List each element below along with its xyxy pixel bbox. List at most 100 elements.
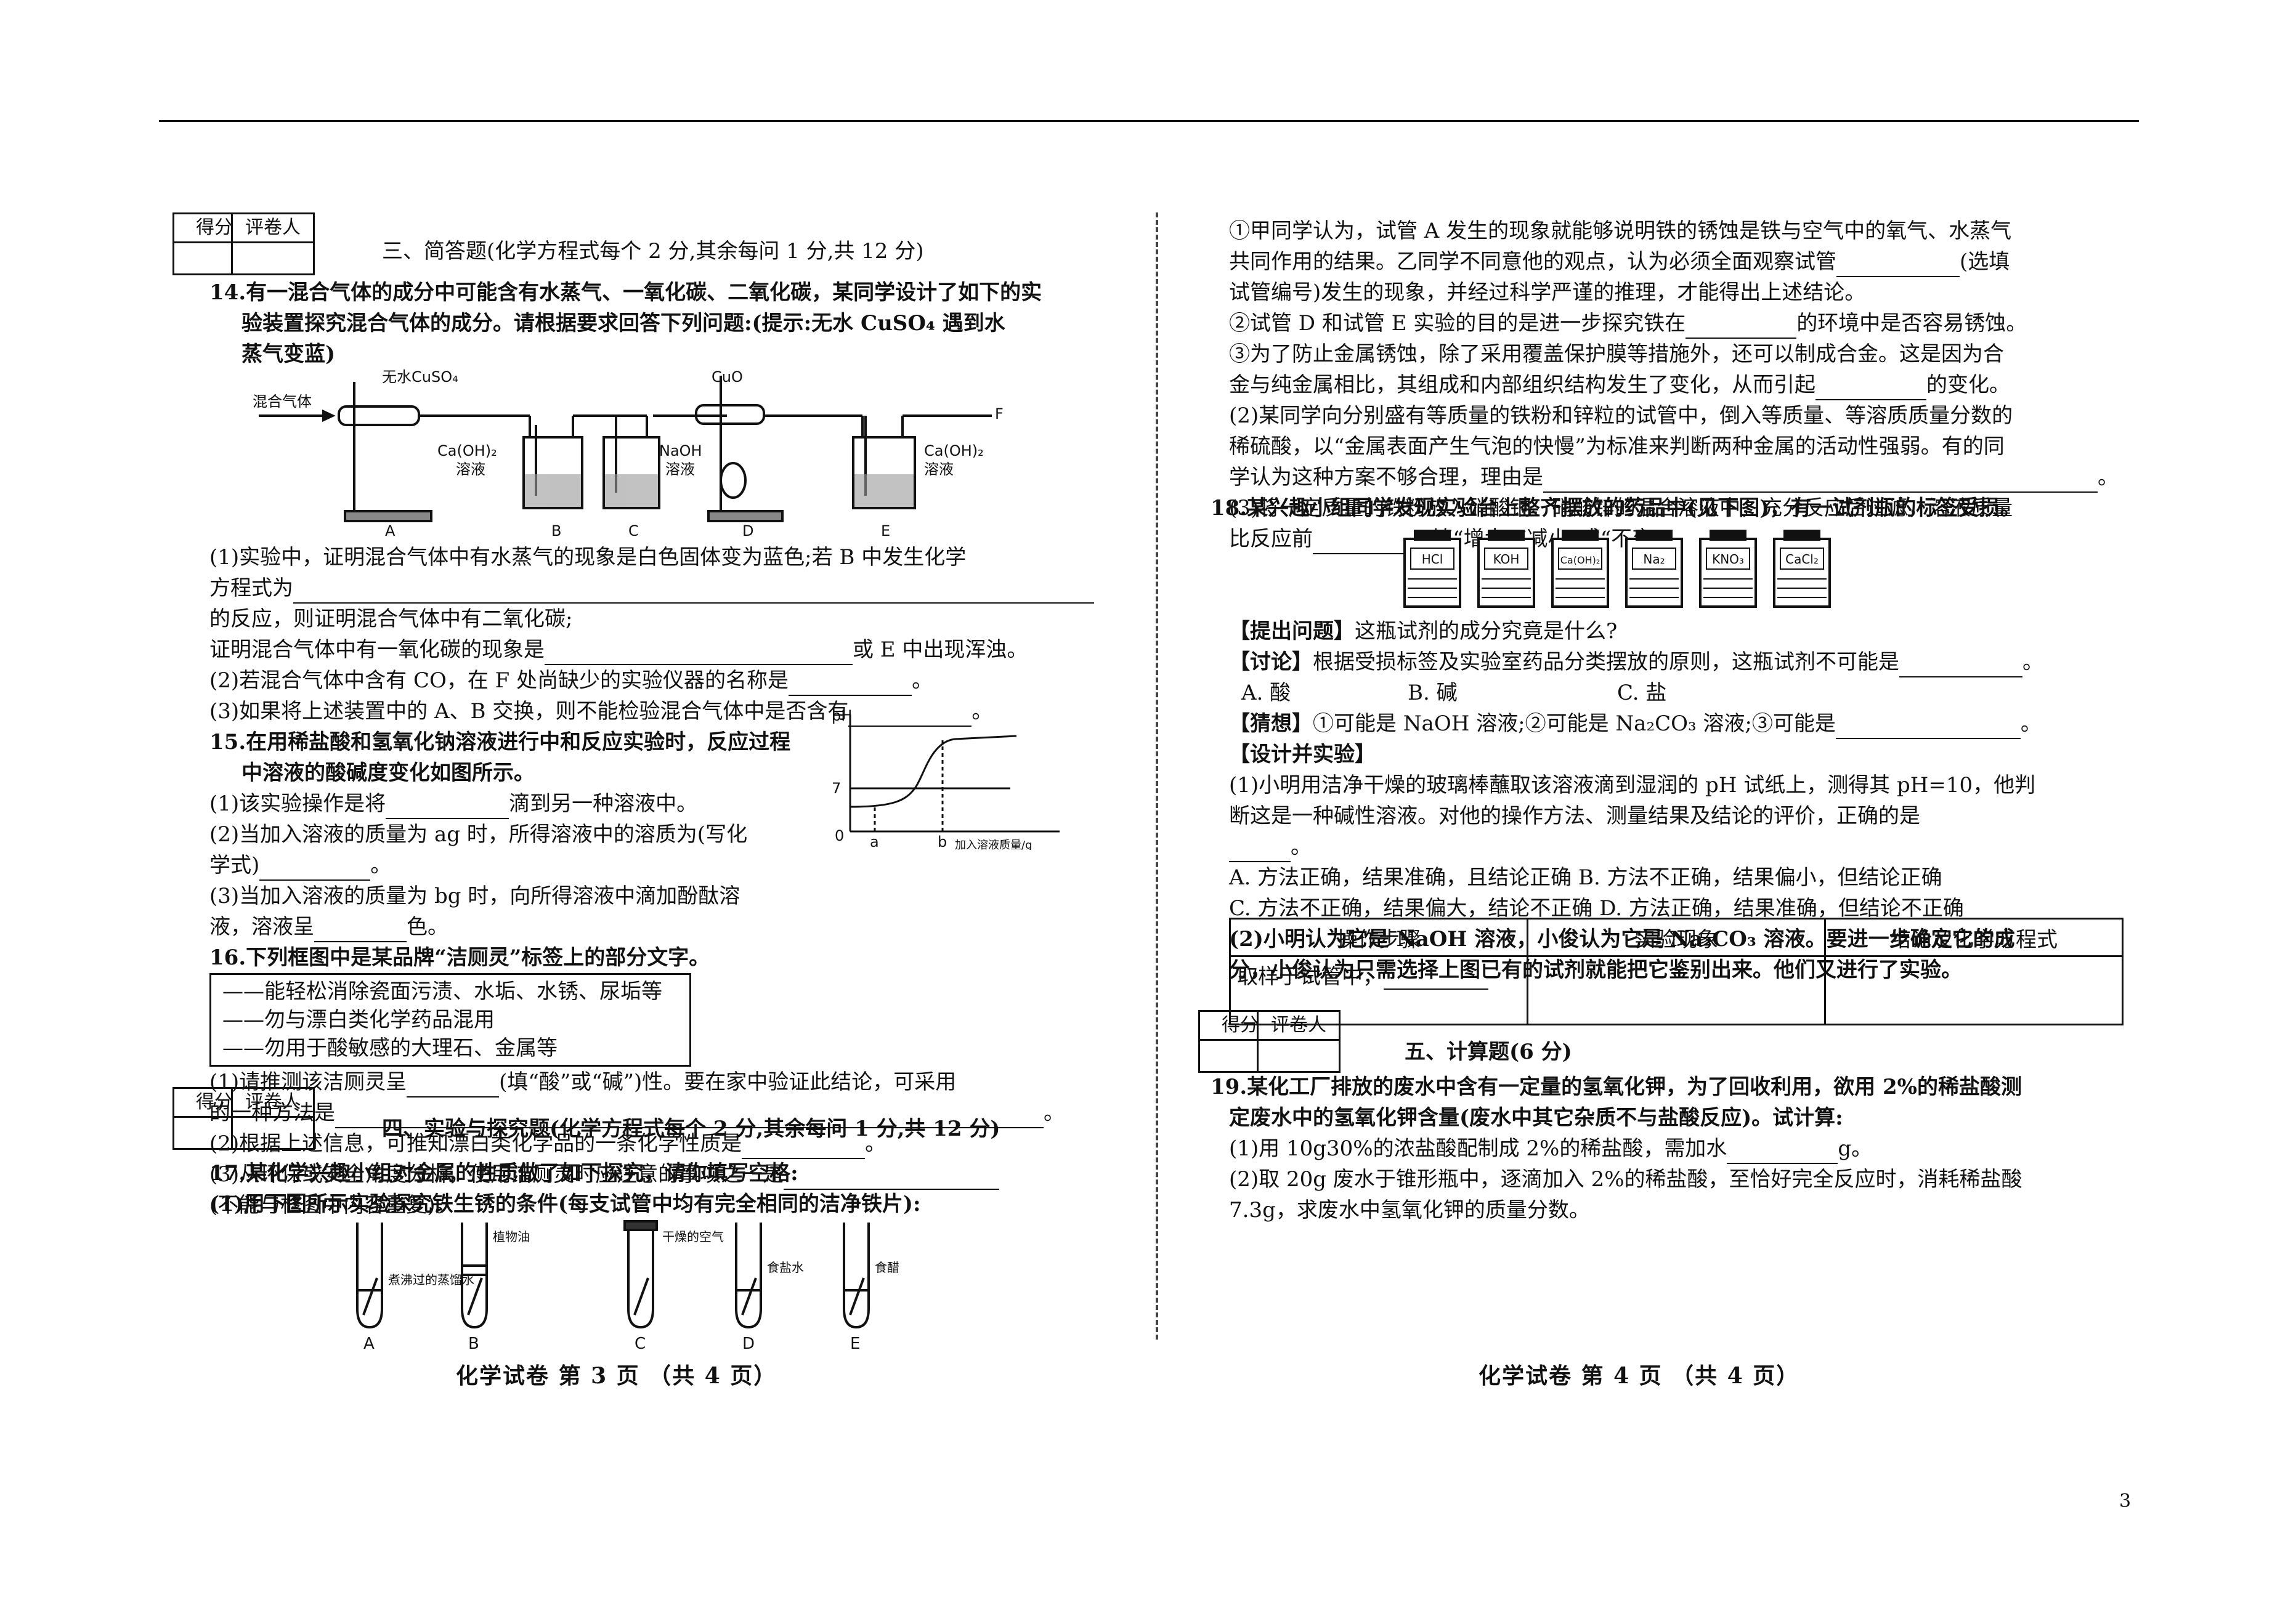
answer-blank[interactable] [1384,968,1488,990]
b-tick: b [938,833,947,850]
table-cell-conclusion[interactable] [1824,955,2124,1025]
tube-e-label: 食醋 [875,1260,899,1275]
answer-blank[interactable] [784,1168,1000,1190]
answer-blank[interactable] [1685,317,1797,339]
q14-apparatus-figure: 混合气体 无水CuSO₄ CuO Ca(OH)₂ 溶液 NaOH 溶液 Ca(O… [246,357,1016,536]
center-fold-line [1156,212,1158,1340]
ph7-label: 7 [832,780,841,797]
a-label: A [385,522,396,536]
q19-q1: (1)用 10g30%的浓盐酸配制成 2%的稀盐酸，需加水 [1229,1136,1727,1161]
bottle-label: KOH [1493,552,1520,567]
test-tubes-svg: 煮沸过的蒸馏水 植物油 干燥的空气 食盐水 食醋 A B C D E [356,1220,899,1352]
c-label: C [628,522,639,536]
tube-letter: E [850,1335,860,1352]
q17-change: 的变化。 [1926,373,2010,397]
table-header: 操作步骤 [1229,918,1528,957]
cuo-label: CuO [712,368,743,386]
q18-intro: 18.某兴趣小组同学发现实验台上整齐摆放的药品中(见下图)，有一试剂瓶的标签受损… [1211,496,2021,520]
q15-line: 液，溶液呈 [209,915,314,939]
bottle-label: Na₂ [1643,552,1665,567]
q17-select: (选填 [1960,249,2010,274]
answer-blank[interactable] [386,797,509,819]
ph-axis-label: pH [832,708,852,724]
answer-blank[interactable] [1836,255,1960,277]
question-17: 17.某化学兴趣小组对金属的性质做了如下探究，请你填写空格: (1)用下图所示实… [209,1158,921,1219]
q18-guess-tag: 【猜想】 [1229,711,1313,736]
q15-line: (2)当加入溶液的质量为 ag 时，所得溶液中的溶质为(写化 [209,822,748,847]
score-label: 得分 [174,1089,254,1118]
bottles-svg: HCl KOH Ca(OH)₂ Na₂ KNO₃ CaCl₂ [1403,530,1831,608]
q16-box-line: ——勿与漂白类化学药品混用 [222,1008,495,1032]
question-19: 19.某化工厂排放的废水中含有一定量的氢氧化钾，为了回收利用，欲用 2%的稀盐酸… [1211,1072,2022,1226]
tube-b-label: 植物油 [493,1229,530,1244]
q19-q2-line: (2)取 20g 废水于锥形瓶中，逐滴加入 2%的稀盐酸，至恰好完全反应时，消耗… [1229,1167,2022,1192]
tube-d-label: 食盐水 [767,1260,804,1275]
q16-q2: (2)根据上述信息，可推知漂白类化学品的一条化学性质是 [209,1131,742,1156]
q18-option: B. 碱 [1408,681,1458,705]
footer-page4: 化学试卷 第 4 页 （共 4 页） [1479,1363,1800,1389]
q14-q2: (2)若混合气体中含有 CO，在 F 处尚缺少的实验仪器的名称是 [209,668,789,693]
answer-blank[interactable] [314,920,407,942]
answer-blank[interactable] [407,1075,500,1098]
answer-blank[interactable] [1815,378,1926,400]
q18-option: C. 盐 [1617,681,1667,705]
q18-experiment-table: 操作步骤 实验现象 结论及化学方程式 取样于试管中， [1229,918,2124,1025]
answer-blank[interactable] [1899,655,2022,677]
q16-q3b: (不能与框图中内容重复)。 [209,1193,456,1218]
score-box-section5: 得分 评卷人 [1198,1010,1341,1073]
table-cell-step: 取样于试管中， [1237,964,1384,989]
q14-line: 蒸气变蓝) [241,342,336,366]
solution-c-label: 溶液 [665,461,695,478]
answer-blank[interactable] [789,674,912,696]
table-header: 实验现象 [1527,918,1826,957]
tube-letter: C [635,1335,646,1352]
apparatus-svg: 混合气体 无水CuSO₄ CuO Ca(OH)₂ 溶液 NaOH 溶液 Ca(O… [253,368,1004,536]
q15-q3-tail: 色。 [407,915,448,939]
ph-curve-svg: pH 7 0 a b 加入溶液质量/g [832,708,1060,850]
q18-design-tag: 【设计并实验】 [1229,742,1376,767]
answer-blank[interactable] [545,643,853,665]
x-axis-label: 加入溶液质量/g [955,839,1032,850]
q17-q1: (1)用下图所示实验探究铁生锈的条件(每支试管中均有完全相同的洁净铁片): [209,1192,921,1216]
answer-blank[interactable] [1229,840,1291,862]
answer-blank[interactable] [1313,532,1424,554]
table-cell-phenomenon[interactable] [1527,955,1826,1025]
q17-cont-line: 学认为这种方案不够合理，理由是 [1229,465,1543,490]
bottle-label: CaCl₂ [1785,552,1819,567]
q16-intro: 16.下列框图中是某品牌“洁厕灵”标签上的部分文字。 [209,945,710,970]
solution-e-label: 溶液 [924,461,954,478]
q15-line: 学式) [209,853,260,878]
tube-letter: B [468,1335,479,1352]
q18-question: 这瓶试剂的成分究竟是什么? [1355,619,1618,644]
q14-q1b: 方程式为 [209,576,293,600]
score-box-section4: 得分 评卷人 [172,1087,315,1150]
answer-blank[interactable] [742,1137,866,1159]
q14-q1c: 的反应，则证明混合气体中有二氧化碳; [209,607,573,631]
answer-blank[interactable] [848,705,972,727]
answer-blank[interactable] [293,581,1094,604]
reviewer-label: 评卷人 [1259,1012,1339,1041]
answer-blank[interactable] [259,859,371,881]
q14-q1a: (1)实验中，证明混合气体中有水蒸气的现象是白色固体变为蓝色;若 B 中发生化学 [209,545,967,570]
answer-blank[interactable] [1543,471,2098,493]
bottle-label: HCl [1422,552,1443,567]
tube-c-label: 干燥的空气 [662,1229,724,1244]
reviewer-label: 评卷人 [233,1089,313,1118]
page-number: 3 [2119,1490,2132,1512]
q18-choice: A. 方法正确，结果准确，且结论正确 B. 方法不正确，结果偏小，但结论正确 [1229,865,1942,890]
table-header: 结论及化学方程式 [1824,918,2124,957]
question-18-intro: 18.某兴趣小组同学发现实验台上整齐摆放的药品中(见下图)，有一试剂瓶的标签受损… [1211,493,2021,523]
q18-d1-line: 断这是一种碱性溶液。对他的操作方法、测量结果及结论的评价，正确的是 [1229,804,1920,828]
answer-blank[interactable] [1835,717,2021,739]
q18-reagent-bottles: HCl KOH Ca(OH)₂ Na₂ KNO₃ CaCl₂ [1398,527,1867,613]
answer-blank[interactable] [1727,1142,1838,1164]
f-label: F [995,405,1004,422]
tube-a-label: 煮沸过的蒸馏水 [388,1272,474,1287]
q17-test-tubes-figure: 煮沸过的蒸馏水 植物油 干燥的空气 食盐水 食醋 A B C D E [333,1216,918,1352]
bottle-label: KNO₃ [1712,552,1744,567]
question-17-continued: ①甲同学认为，试管 A 发生的现象就能够说明铁的锈蚀是铁与空气中的氧气、水蒸气 … [1229,216,2119,554]
question-14: 14.有一混合气体的成分中可能含有水蒸气、一氧化碳、二氧化碳，某同学设计了如下的… [209,277,1042,370]
q19-line: 19.某化工厂排放的废水中含有一定量的氢氧化钾，为了回收利用，欲用 2%的稀盐酸… [1211,1075,2022,1099]
answer-blank[interactable] [335,1106,1044,1128]
q15-q1-tail: 滴到另一种溶液中。 [509,791,698,816]
